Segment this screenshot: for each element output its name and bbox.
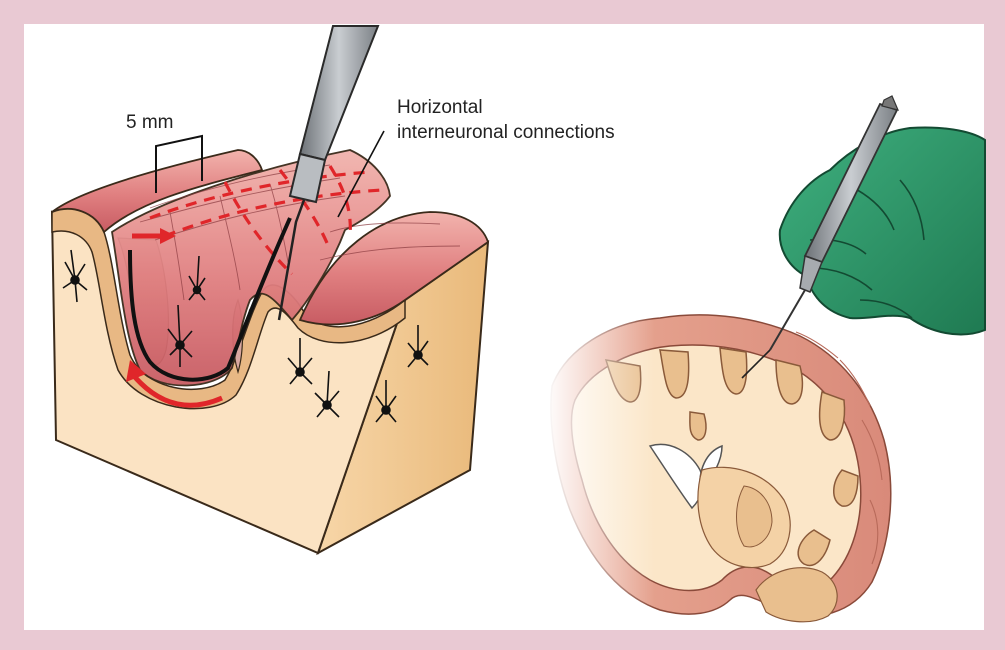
gloved-hand <box>742 96 985 378</box>
brain-coronal-section <box>545 300 891 630</box>
cortex-block <box>52 131 488 553</box>
annotation-label-line2: interneuronal connections <box>397 121 615 144</box>
annotation-label-line1: Horizontal <box>397 96 483 119</box>
scale-label: 5 mm <box>126 111 174 134</box>
